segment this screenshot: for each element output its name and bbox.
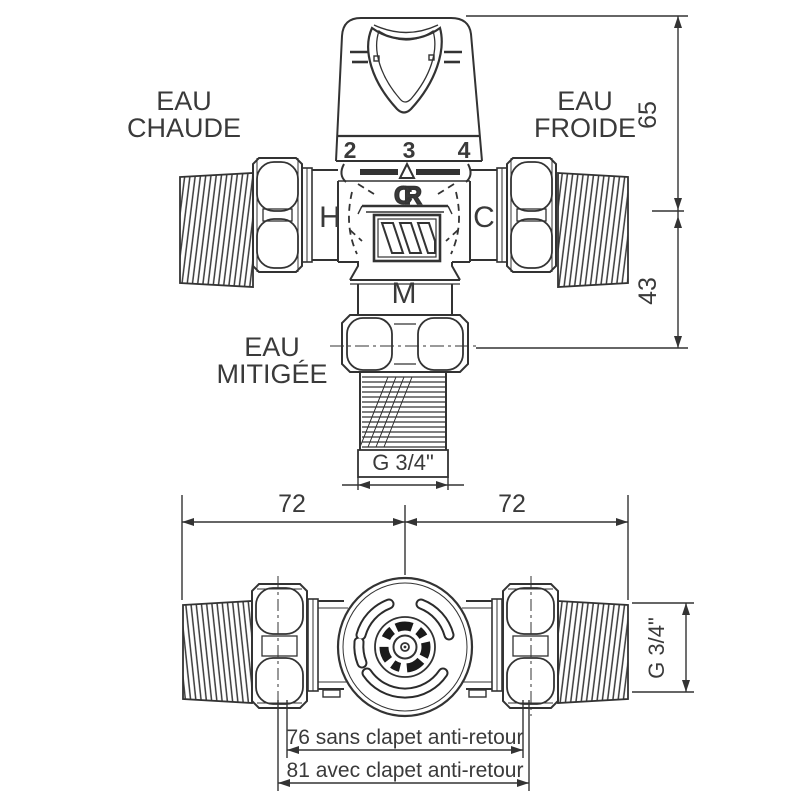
knob-scale-3: 3 xyxy=(403,137,416,163)
height-dimensions: 65 43 xyxy=(466,15,688,349)
cold-inlet-arm: C xyxy=(470,157,629,288)
hex-nut xyxy=(502,583,559,709)
knob-text-ring xyxy=(379,621,431,673)
knob-slots xyxy=(353,598,455,699)
threaded-pipe xyxy=(182,600,253,704)
dim-72-right: 72 xyxy=(498,490,526,518)
dim-65: 65 xyxy=(634,101,662,129)
label-eau-froide-1: EAU xyxy=(557,86,613,116)
dim-43: 43 xyxy=(634,277,662,305)
label-eau-mitigee-2: MITIGÉE xyxy=(216,359,327,389)
port-hot-label: H xyxy=(319,201,341,234)
body-shading xyxy=(348,183,460,255)
front-view: 2 3 4 xyxy=(127,15,688,490)
dim-72-left: 72 xyxy=(278,490,306,518)
outlet-thread-size: G 3/4" xyxy=(372,450,434,475)
outlet-threads xyxy=(361,376,446,448)
knob-plan xyxy=(336,576,474,718)
knob-scale-2: 2 xyxy=(344,137,357,163)
label-eau-mitigee-1: EAU xyxy=(244,332,300,362)
hex-nut xyxy=(252,157,303,273)
arm-dimensions: 72 72 xyxy=(181,490,629,600)
hot-inlet-arm: H xyxy=(179,157,341,288)
hex-nut xyxy=(341,314,469,373)
length-dimensions: 76 sans clapet anti-retour 81 avec clape… xyxy=(277,700,530,791)
dim-side-thread: G 3/4" xyxy=(644,617,669,679)
hex-nut xyxy=(251,583,308,709)
dim-81-avec-clapet: 81 avec clapet anti-retour xyxy=(287,759,524,782)
outlet-thread-dimension xyxy=(342,477,464,490)
side-thread-dimension: G 3/4" xyxy=(632,602,694,693)
knob-scale-4: 4 xyxy=(458,137,471,163)
knob-dashes xyxy=(350,50,462,64)
threaded-pipe xyxy=(557,172,629,288)
hex-nut xyxy=(506,157,557,273)
mixed-outlet: G 3/4" xyxy=(330,314,480,490)
label-eau-froide-2: FROIDE xyxy=(534,113,636,143)
watts-w-logo xyxy=(357,204,453,263)
left-arm-plan xyxy=(182,576,348,716)
top-view: 72 72 xyxy=(181,490,694,791)
port-cold-label: C xyxy=(473,201,495,234)
valve-body: CR M xyxy=(337,180,471,315)
threaded-pipe xyxy=(179,172,254,288)
knob-skirt xyxy=(340,161,472,183)
dim-76-sans-clapet: 76 sans clapet anti-retour xyxy=(287,726,524,749)
threaded-pipe xyxy=(557,600,629,704)
right-arm-plan xyxy=(322,576,629,716)
knob: 2 3 4 xyxy=(335,17,483,163)
port-mixed-label: M xyxy=(392,277,417,310)
label-eau-chaude-1: EAU xyxy=(156,86,212,116)
label-eau-chaude-2: CHAUDE xyxy=(127,113,241,143)
index-triangle xyxy=(398,161,416,179)
